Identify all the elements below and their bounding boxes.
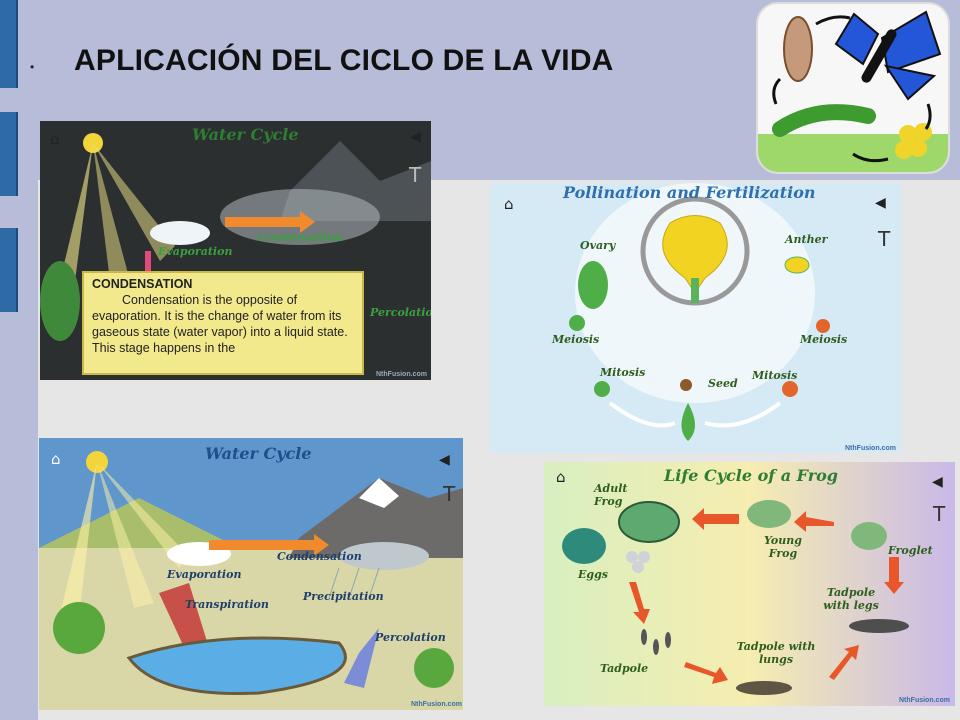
label-meiosis-right: Meiosis	[800, 333, 848, 346]
slide-left-strip	[0, 0, 38, 720]
speaker-icon[interactable]: ◀	[439, 452, 450, 468]
label-condensation: Condensation	[258, 231, 343, 244]
info-text: Condensation is the opposite of evaporat…	[92, 293, 348, 355]
label-meiosis-left: Meiosis	[552, 333, 600, 346]
label-anther: Anther	[785, 233, 828, 246]
credit: NthFusion.com	[411, 701, 462, 708]
credit: NthFusion.com	[376, 371, 427, 378]
label-transpiration: Transpiration	[185, 598, 269, 611]
pollination-title: Pollination and Fertilization	[563, 183, 816, 202]
credit: NthFusion.com	[899, 697, 950, 704]
label-precipitation: Precipitation	[303, 590, 384, 603]
text-toggle-button[interactable]: T	[409, 163, 422, 187]
title-bullet: •	[30, 60, 35, 74]
info-heading: CONDENSATION	[92, 277, 193, 291]
credit: NthFusion.com	[845, 445, 896, 452]
label-condensation: Condensation	[277, 550, 362, 563]
speaker-icon[interactable]: ◀	[410, 129, 421, 145]
label-young-frog: Young Frog	[764, 534, 802, 560]
home-icon[interactable]: ⌂	[556, 468, 566, 486]
pollination-panel: Pollination and Fertilization ⌂ ◀ T Ovar…	[490, 183, 901, 453]
label-evaporation: Evaporation	[167, 568, 242, 581]
label-froglet: Froglet	[888, 544, 933, 557]
text-toggle-button[interactable]: T	[443, 482, 456, 506]
water-cycle-title: Water Cycle	[205, 444, 312, 463]
label-eggs: Eggs	[578, 568, 608, 581]
water-cycle-detail-title: Water Cycle	[192, 125, 299, 144]
home-icon[interactable]: ⌂	[51, 450, 61, 468]
label-adult-frog: Adult Frog	[594, 482, 628, 508]
left-accent-bar-1	[0, 0, 18, 88]
label-percolation: Percolation	[370, 306, 431, 319]
speaker-icon[interactable]: ◀	[932, 474, 943, 490]
home-icon[interactable]: ⌂	[504, 195, 514, 213]
left-accent-bar-3	[0, 228, 18, 312]
water-cycle-panel: Water Cycle ⌂ ◀ T Condensation Evaporati…	[39, 438, 463, 710]
water-cycle-detail-panel: Water Cycle ⌂ ◀ T Condensation Evaporati…	[40, 121, 431, 380]
label-evaporation: Evaporation	[158, 245, 233, 258]
label-mitosis-left: Mitosis	[600, 366, 646, 379]
home-icon[interactable]: ⌂	[50, 130, 60, 148]
text-toggle-button[interactable]: T	[878, 227, 891, 251]
frog-cycle-panel: Life Cycle of a Frog ⌂ ◀ T Adult Frog Yo…	[544, 462, 955, 706]
label-tadpole-lungs: Tadpole with lungs	[736, 640, 816, 666]
label-ovary: Ovary	[580, 239, 616, 252]
label-tadpole: Tadpole	[600, 662, 649, 675]
label-mitosis-right: Mitosis	[752, 369, 798, 382]
butterfly-app-icon[interactable]	[756, 2, 950, 174]
speaker-icon[interactable]: ◀	[875, 195, 886, 211]
left-accent-bar-2	[0, 112, 18, 196]
slide-title: APLICACIÓN DEL CICLO DE LA VIDA	[74, 44, 614, 77]
label-seed: Seed	[708, 377, 738, 390]
label-percolation: Percolation	[375, 631, 446, 644]
text-toggle-button[interactable]: T	[933, 502, 946, 526]
condensation-info-box: CONDENSATION Condensation is the opposit…	[82, 271, 364, 375]
frog-cycle-title: Life Cycle of a Frog	[664, 466, 838, 485]
label-tadpole-legs: Tadpole with legs	[823, 586, 879, 612]
